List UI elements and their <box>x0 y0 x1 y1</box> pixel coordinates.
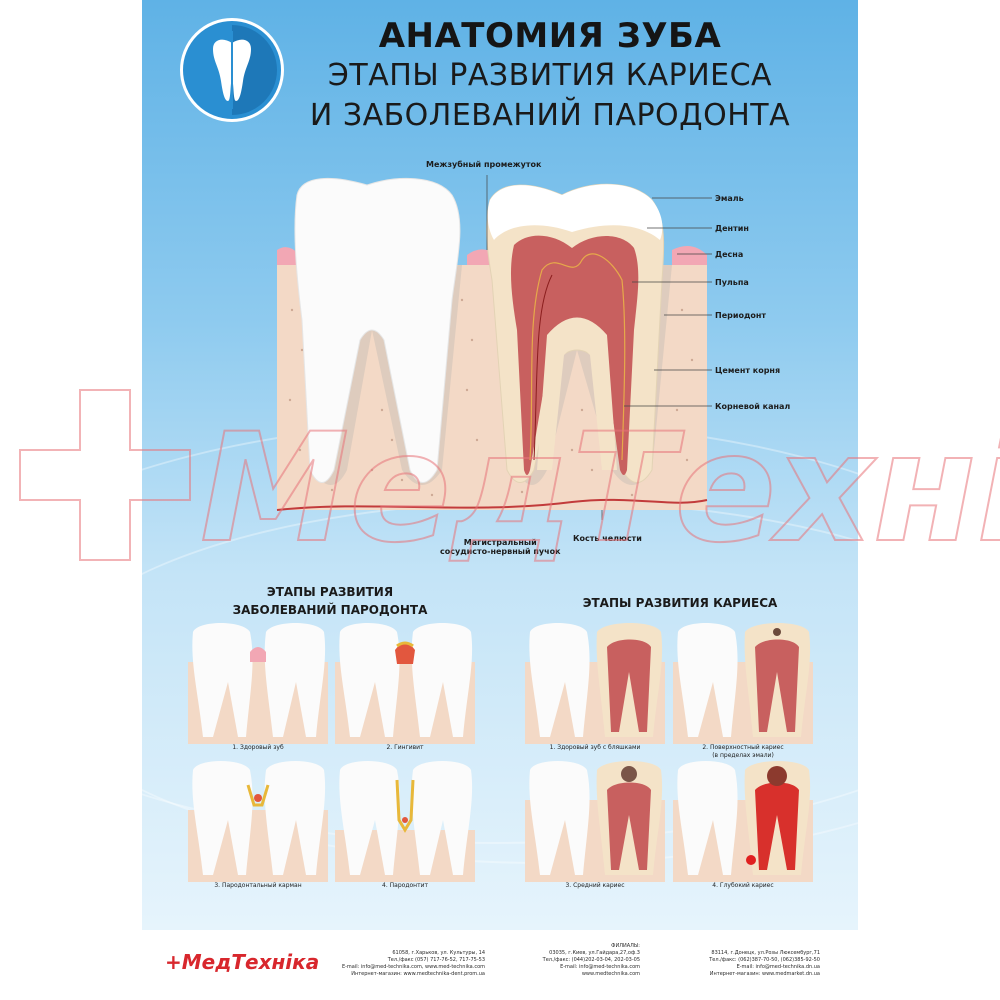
label-root-canal: Корневой канал <box>715 402 791 411</box>
page-subtitle-line1: ЭТАПЫ РАЗВИТИЯ КАРИЕСА <box>327 58 773 93</box>
footer-text: 03035, г.Киев, ул.Гайдара,27,оф.3 <box>549 950 640 956</box>
periodont-caption-3: 3. Пародонтальный карман <box>214 882 302 889</box>
caries-stage-2-image <box>673 622 813 744</box>
footer-text: Интернет-магазин: www.medmarket.dn.ua <box>709 971 820 977</box>
footer-contacts-kharkiv: 61058, г.Харьков, ул. Культуры, 14 Тел./… <box>300 950 485 978</box>
caries-stage-1-image <box>525 622 665 744</box>
periodont-caption-2: 2. Гингивит <box>386 744 424 751</box>
label-enamel: Эмаль <box>715 194 744 203</box>
label-periodont: Периодонт <box>715 311 767 320</box>
label-neurovascular-bundle: Магистральный сосудисто-нервный пучок <box>440 538 561 556</box>
caries-stage-3-image <box>525 760 665 882</box>
periodont-stage-1-image <box>188 622 328 744</box>
periodont-stage-4-image <box>335 760 475 882</box>
caries-caption-2b: (в пределах эмали) <box>712 752 774 759</box>
periodont-title-line2: ЗАБОЛЕВАНИЙ ПАРОДОНТА <box>232 603 428 617</box>
label-root-cement: Цемент корня <box>715 366 781 375</box>
label-dentin: Дентин <box>715 224 749 233</box>
label-pulp: Пульпа <box>715 278 749 287</box>
periodont-stage-2-image <box>335 622 475 744</box>
caries-caption-2: 2. Поверхностный кариес <box>702 744 784 751</box>
periodont-stage-3-image <box>188 760 328 882</box>
footer-contacts-donetsk: 83114, г.Донецк, ул.Розы Люксембург,71 Т… <box>655 950 820 978</box>
page-title: АНАТОМИЯ ЗУБА <box>378 16 722 56</box>
footer-text: ФИЛИАЛЫ: <box>611 943 640 949</box>
footer-text: Тел./факс (057) 717-76-52, 717-75-53 <box>387 957 485 963</box>
footer-text: E-mail: info@med-technika.dn.ua <box>736 964 820 970</box>
footer-text: 61058, г.Харьков, ул. Культуры, 14 <box>392 950 485 956</box>
footer-text: www.medtechnika.com <box>581 971 640 977</box>
tooth-anatomy-illustration <box>272 170 712 535</box>
footer-text: 83114, г.Донецк, ул.Розы Люксембург,71 <box>711 950 820 956</box>
caries-section-title: ЭТАПЫ РАЗВИТИЯ КАРИЕСА <box>582 596 778 610</box>
periodont-title-line1: ЭТАПЫ РАЗВИТИЯ <box>266 585 394 599</box>
periodont-caption-1: 1. Здоровый зуб <box>232 744 284 751</box>
caries-caption-4: 4. Глубокий кариес <box>712 882 774 889</box>
label-jaw-bone: Кость челюсти <box>573 534 642 543</box>
periodont-section-title: ЭТАПЫ РАЗВИТИЯ ЗАБОЛЕВАНИЙ ПАРОДОНТА <box>230 583 430 619</box>
footer-text: E-mail: info@med-technika.com <box>560 964 640 970</box>
footer-logo: +МедТехніка <box>165 950 320 974</box>
footer-text: E-mail: info@med-technika.com, www.med-t… <box>341 964 485 970</box>
periodont-caption-4: 4. Пародонтит <box>382 882 428 889</box>
caries-stage-4-image <box>673 760 813 882</box>
label-bundle-line2: сосудисто-нервный пучок <box>440 547 561 556</box>
page-subtitle-line2: И ЗАБОЛЕВАНИЙ ПАРОДОНТА <box>309 98 791 133</box>
footer-text: Тел./факс: (062)387-70-50, (062)385-92-5… <box>709 957 820 963</box>
footer-text: Тел./факс: (044)202-03-04, 202-03-05 <box>542 957 640 963</box>
footer-text: Интернет-магазин: www.medtechnika-dent.p… <box>351 971 485 977</box>
caries-caption-1: 1. Здоровый зуб с бляшками <box>549 744 641 751</box>
label-gum: Десна <box>715 250 744 259</box>
label-interdental-space: Межзубный промежуток <box>426 160 542 169</box>
label-bundle-line1: Магистральный <box>463 538 537 547</box>
caries-caption-3: 3. Средний кариес <box>565 882 625 889</box>
footer-contacts-kyiv: ФИЛИАЛЫ: 03035, г.Киев, ул.Гайдара,27,оф… <box>490 943 640 978</box>
tooth-logo-icon <box>180 18 284 122</box>
